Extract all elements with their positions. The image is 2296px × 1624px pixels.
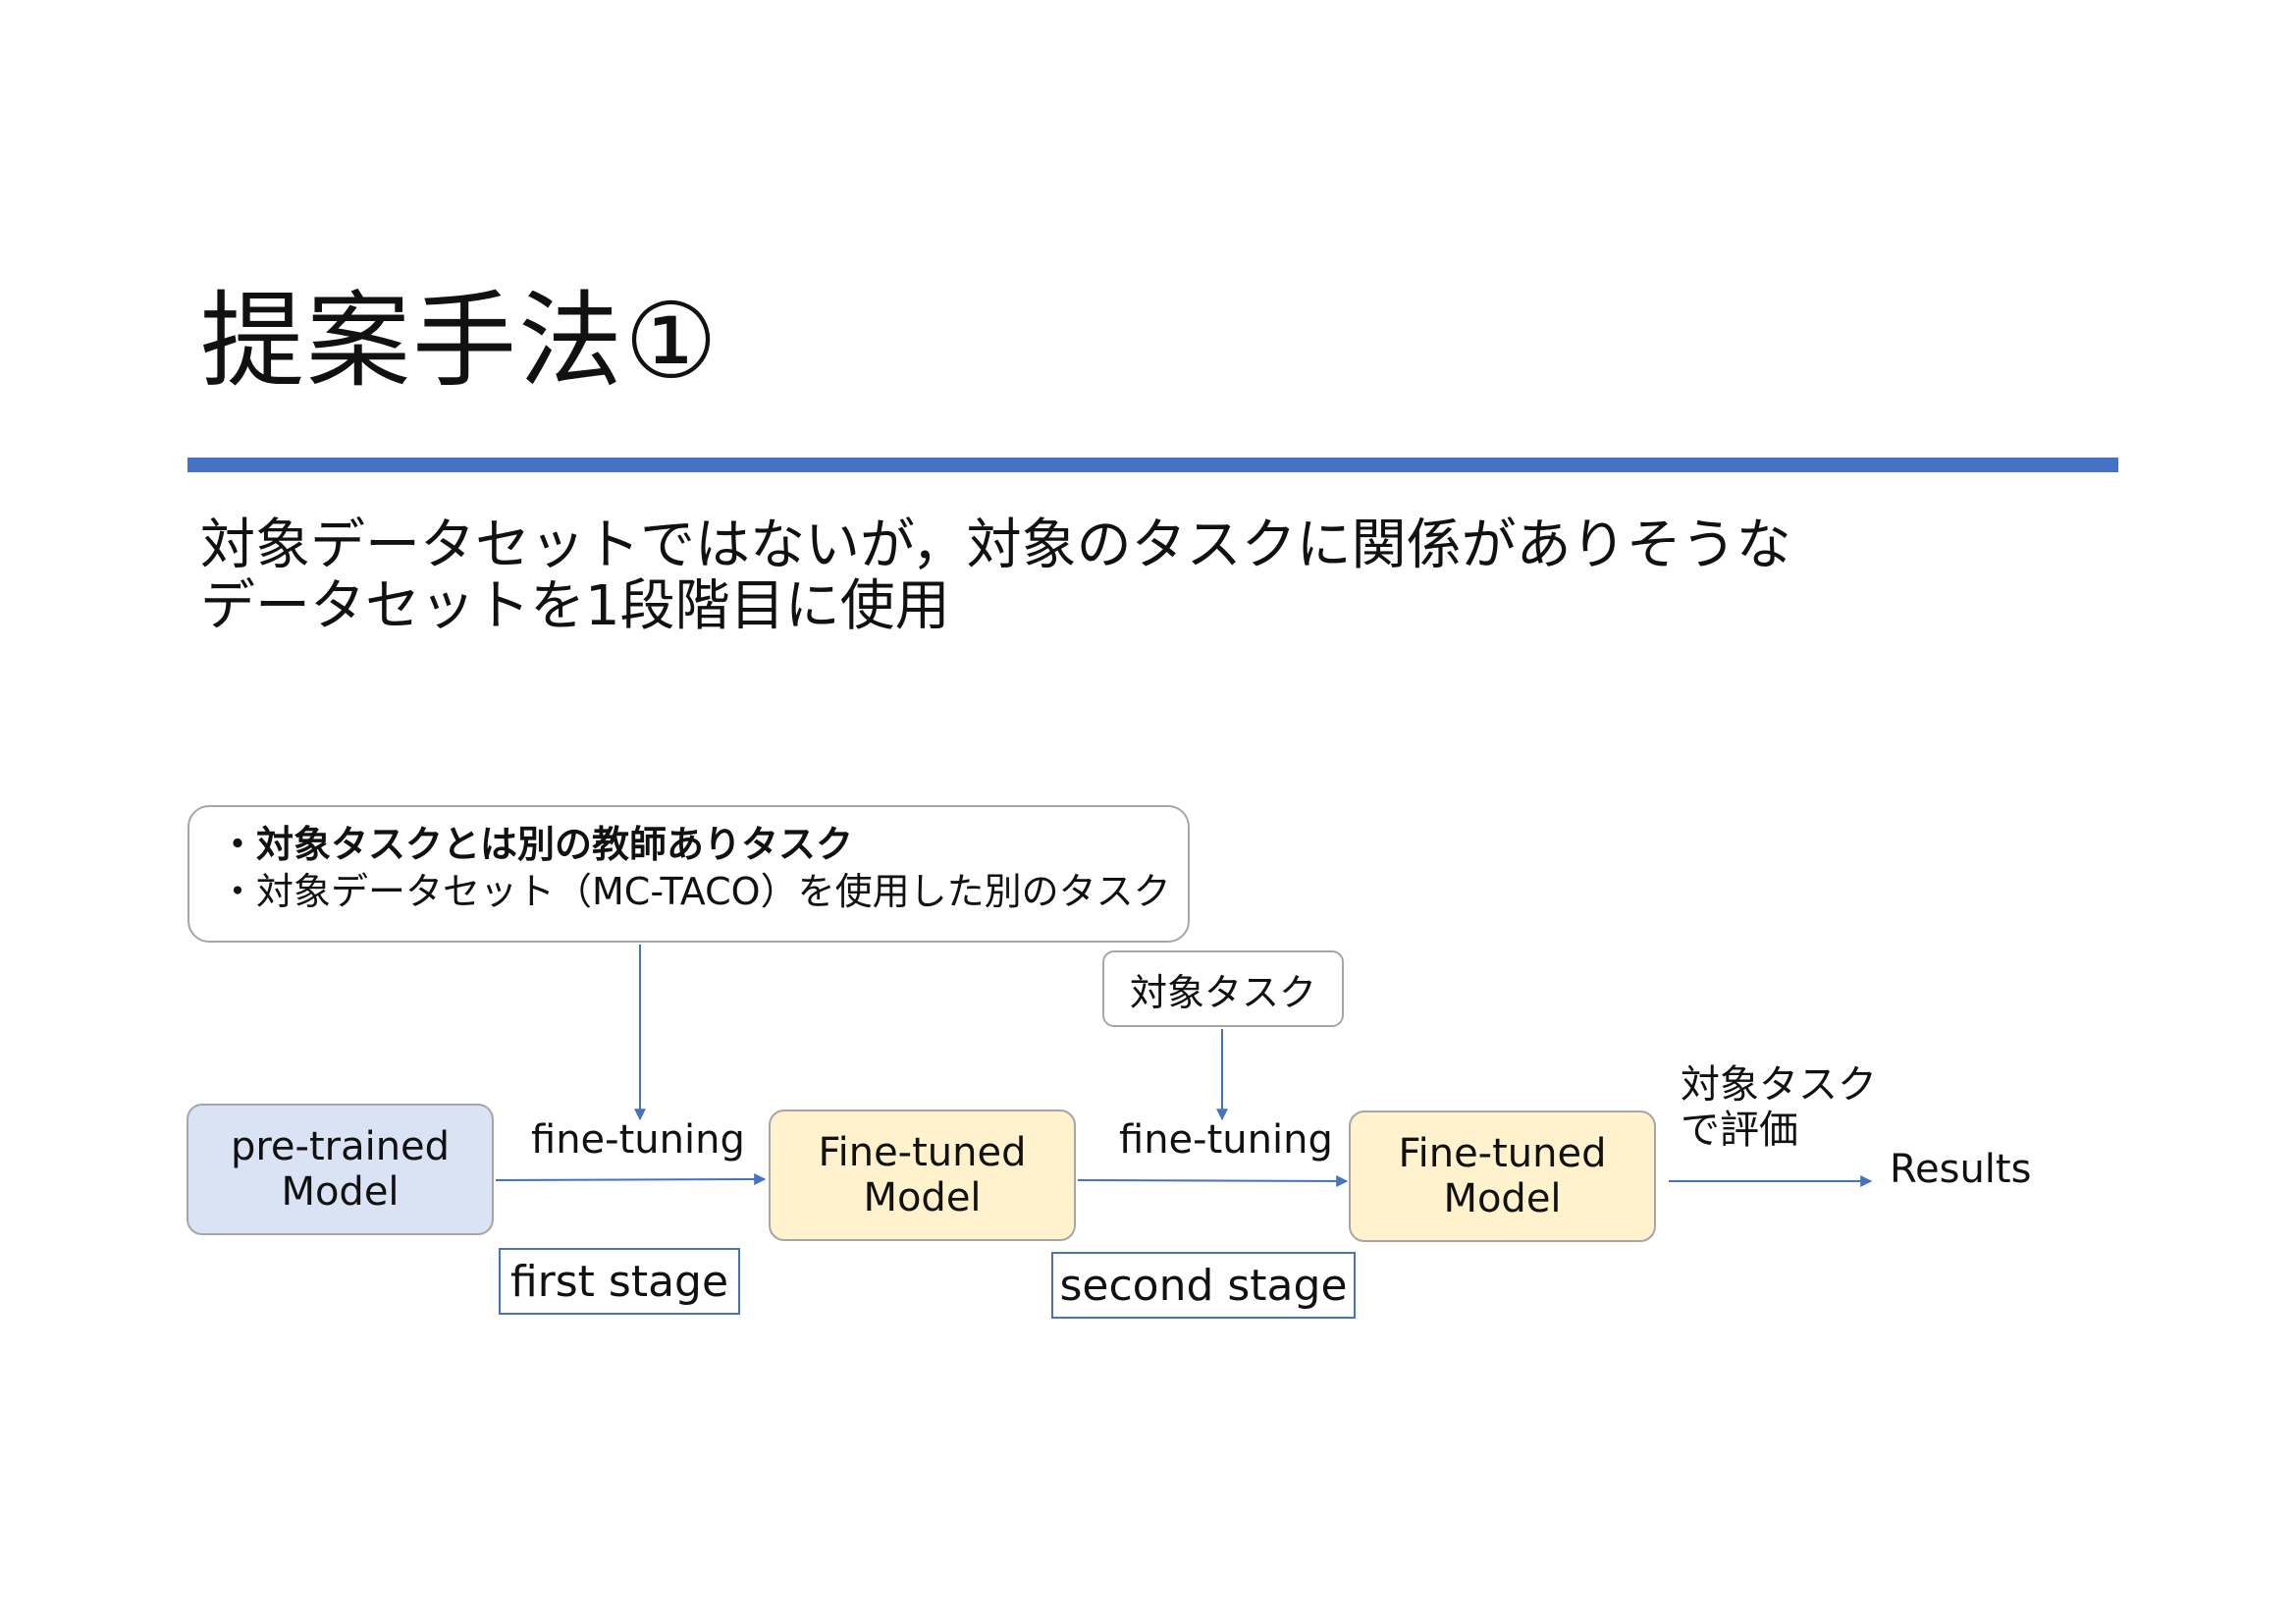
finetuning-label-2: fine-tuning [1119, 1117, 1333, 1163]
title-underline [187, 458, 2118, 472]
auxiliary-task-note: ・対象タスクとは別の教師ありタスク ・対象データセット（MC-TACO）を使用し… [187, 805, 1190, 943]
finetuned-model-1-label-1: Fine-tuned [818, 1130, 1027, 1175]
note-line-2: ・対象データセット（MC-TACO）を使用した別のタスク [219, 870, 1171, 913]
arrow-pretrained-to-finetuned-1 [495, 1173, 767, 1186]
arrow-finetuned-1-to-finetuned-2 [1077, 1174, 1349, 1187]
note-line-1: ・対象タスクとは別の教師ありタスク [219, 823, 854, 866]
finetuned-model-1-label-2: Model [863, 1175, 982, 1220]
pretrained-model-label-2: Model [281, 1169, 400, 1215]
finetuned-model-2-label-2: Model [1443, 1176, 1562, 1221]
finetuned-model-2-label-1: Fine-tuned [1398, 1131, 1607, 1176]
target-task-box: 対象タスク [1102, 950, 1344, 1027]
finetuned-model-node-2: Fine-tuned Model [1349, 1110, 1656, 1242]
results-label: Results [1890, 1147, 2032, 1192]
pretrained-model-label-1: pre-trained [230, 1124, 451, 1169]
first-stage-label: first stage [499, 1248, 740, 1315]
slide-subtitle: 対象データセットではないが，対象のタスクに関係がありそうな データセットを1段階… [200, 515, 1791, 637]
finetuning-label-1: fine-tuning [531, 1117, 745, 1163]
subtitle-line-2: データセットを1段階目に使用 [200, 574, 950, 638]
subtitle-line-1: 対象データセットではないが，対象のタスクに関係がありそうな [200, 514, 1791, 577]
finetuned-model-node-1: Fine-tuned Model [769, 1110, 1076, 1241]
second-stage-label: second stage [1051, 1252, 1356, 1319]
slide-title: 提案手法① [200, 281, 721, 402]
evaluate-label: 対象タスク で評価 [1681, 1062, 1877, 1153]
pretrained-model-node: pre-trained Model [187, 1104, 494, 1235]
evaluate-label-line-1: 対象タスク [1681, 1062, 1877, 1108]
evaluate-label-line-2: で評価 [1681, 1108, 1798, 1153]
